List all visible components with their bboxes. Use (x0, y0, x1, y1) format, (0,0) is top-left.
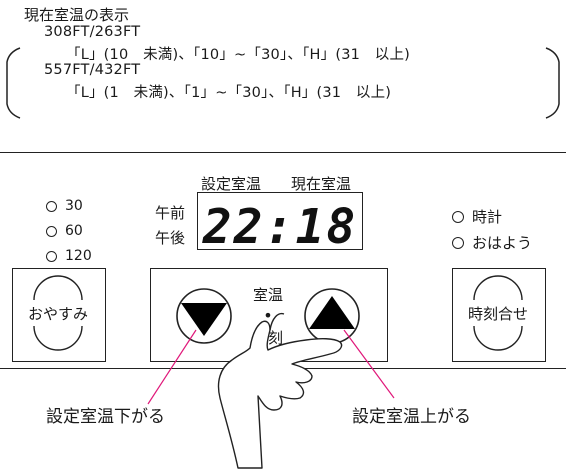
indicator-lamp-icon (46, 200, 57, 212)
up-callout-line (343, 329, 395, 399)
indicator-lamp-icon (46, 225, 57, 237)
left-bracket-icon (6, 47, 21, 119)
hand-icon (217, 312, 343, 469)
temp-up-callout: 設定室温上がる (352, 407, 471, 427)
up-triangle-icon (309, 296, 355, 329)
indicator-lamp-icon (46, 250, 57, 262)
model-b-label: 557FT/432FT (44, 62, 141, 78)
indicator-lamp-icon (452, 236, 464, 249)
wakeup-option-label: おはよう (472, 234, 533, 252)
down-triangle-icon (181, 303, 227, 336)
timer-option-120[interactable]: 120 (46, 248, 92, 264)
current-temp-label: 現在室温 (291, 175, 352, 193)
model-a-label: 308FT/263FT (44, 24, 141, 40)
set-temp-label: 設定室温 (201, 175, 262, 193)
clock-option-label: 時計 (472, 208, 503, 226)
time-display-digits: 22:18 (202, 199, 358, 255)
time-set-button[interactable] (452, 268, 546, 362)
rocker-label-dot: • (263, 306, 272, 325)
time-set-arc-icon (473, 275, 523, 301)
sleep-button-arc-icon (33, 325, 83, 351)
timer-option-30[interactable]: 30 (46, 198, 83, 214)
am-label: 午前 (155, 204, 186, 222)
time-set-button-label: 時刻合せ (468, 305, 528, 323)
timer-option-label: 60 (65, 223, 83, 239)
sleep-button[interactable] (12, 268, 106, 362)
section-title: 現在室温の表示 (24, 6, 130, 24)
timer-option-60[interactable]: 60 (46, 223, 83, 239)
down-callout-line (147, 329, 197, 405)
indicator-lamp-icon (452, 210, 464, 223)
model-a-range: 「L」(10 未満)、「10」~「30」、「H」(31 以上) (66, 47, 411, 63)
timer-option-label: 120 (65, 248, 92, 264)
upper-divider (0, 152, 566, 153)
pm-label: 午後 (155, 229, 186, 247)
rocker-label-temp: 室温 (253, 286, 283, 304)
model-b-range: 「L」(1 未満)、「1」~「30」、「H」(31 以上) (66, 85, 392, 101)
clock-option[interactable]: 時計 (452, 206, 502, 227)
time-set-arc-icon (473, 325, 523, 351)
sleep-button-arc-icon (33, 275, 83, 301)
time-display-frame (197, 192, 363, 250)
sleep-button-label: おやすみ (28, 305, 88, 323)
temp-down-callout: 設定室温下がる (46, 407, 165, 427)
wakeup-option[interactable]: おはよう (452, 232, 532, 253)
timer-option-label: 30 (65, 198, 83, 214)
right-bracket-icon (545, 47, 560, 119)
